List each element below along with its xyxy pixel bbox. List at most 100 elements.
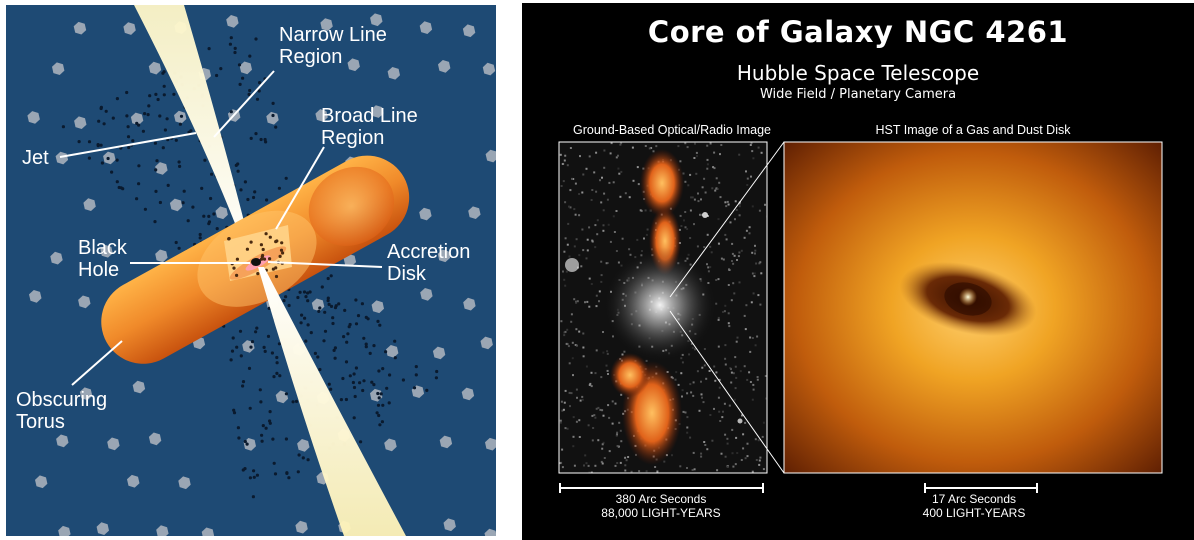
cloud-particle xyxy=(296,295,300,300)
noise-speck xyxy=(758,262,761,265)
noise-speck xyxy=(601,443,604,446)
noise-speck xyxy=(559,421,562,424)
cloud-particle xyxy=(237,436,241,440)
noise-speck xyxy=(724,233,727,236)
noise-speck xyxy=(596,219,599,222)
cloud-particle xyxy=(291,400,295,404)
noise-speck xyxy=(576,300,579,303)
cloud-particle xyxy=(231,336,235,340)
noise-speck xyxy=(699,213,702,216)
noise-speck xyxy=(586,249,589,252)
cloud-particle xyxy=(414,373,418,377)
noise-speck xyxy=(598,300,600,303)
noise-speck xyxy=(717,345,720,348)
cloud-particle xyxy=(250,340,255,344)
cloud-particle xyxy=(273,472,278,476)
noise-speck xyxy=(606,350,609,353)
noise-speck xyxy=(582,346,585,349)
cloud-particle xyxy=(376,319,380,323)
noise-speck xyxy=(721,416,724,419)
noise-speck xyxy=(591,240,594,243)
noise-speck xyxy=(652,150,655,153)
noise-speck xyxy=(679,160,682,163)
noise-speck xyxy=(563,278,566,281)
noise-speck xyxy=(726,442,729,445)
cloud-particle xyxy=(177,246,181,250)
noise-speck xyxy=(570,313,573,316)
cloud-particle xyxy=(320,285,324,289)
noise-speck xyxy=(715,371,718,374)
noise-speck xyxy=(691,469,694,471)
noise-speck xyxy=(571,177,573,180)
cloud-particle xyxy=(178,164,182,168)
cloud-particle xyxy=(243,467,247,471)
noise-speck xyxy=(746,442,749,445)
noise-speck xyxy=(758,209,761,212)
noise-speck xyxy=(562,408,565,411)
cloud-particle xyxy=(162,84,166,88)
ngc4261-images xyxy=(558,141,1163,493)
noise-speck xyxy=(600,274,603,277)
noise-speck xyxy=(718,386,721,389)
cloud-particle xyxy=(298,290,302,294)
cloud-particle xyxy=(161,146,165,150)
noise-speck xyxy=(602,351,605,354)
noise-speck xyxy=(578,214,581,217)
label-jet: Jet xyxy=(22,147,49,169)
noise-speck xyxy=(568,391,571,394)
noise-speck xyxy=(575,238,578,241)
noise-speck xyxy=(700,213,703,216)
cloud-particle xyxy=(115,158,119,162)
noise-speck xyxy=(576,396,578,399)
noise-speck xyxy=(754,438,757,441)
noise-speck xyxy=(563,250,566,253)
cloud-particle xyxy=(135,197,139,201)
cloud-particle xyxy=(147,104,151,108)
noise-speck xyxy=(734,200,737,203)
cloud-particle xyxy=(329,304,334,308)
noise-speck xyxy=(628,196,631,199)
cloud-particle xyxy=(333,306,338,310)
noise-speck xyxy=(620,170,623,173)
gas-cloud xyxy=(27,111,40,124)
gas-cloud xyxy=(432,346,446,360)
noise-speck xyxy=(564,154,567,157)
noise-speck xyxy=(603,149,606,152)
noise-speck xyxy=(689,237,692,239)
broad-line-cloud xyxy=(261,247,265,252)
noise-speck xyxy=(590,283,593,285)
broad-line-cloud xyxy=(274,266,278,270)
gas-cloud xyxy=(320,18,333,31)
cloud-particle xyxy=(215,227,219,231)
cloud-particle xyxy=(233,46,237,51)
noise-speck xyxy=(719,153,721,156)
ground-image-frame xyxy=(558,141,768,474)
noise-speck xyxy=(752,383,755,386)
gas-cloud xyxy=(130,112,144,126)
cloud-particle xyxy=(179,114,184,118)
gas-cloud xyxy=(132,380,146,394)
ground-scale-bar xyxy=(559,483,764,493)
cloud-particle xyxy=(377,396,381,400)
noise-speck xyxy=(720,452,723,455)
cloud-particle xyxy=(106,156,110,161)
noise-speck xyxy=(601,462,604,465)
cloud-particle xyxy=(239,188,243,192)
cloud-particle xyxy=(261,424,265,428)
gas-cloud xyxy=(482,62,496,76)
noise-speck xyxy=(760,151,763,154)
cloud-particle xyxy=(126,125,130,129)
noise-speck xyxy=(736,259,738,261)
noise-speck xyxy=(707,215,709,217)
gas-cloud xyxy=(437,249,451,263)
cloud-particle xyxy=(376,403,381,407)
cloud-particle xyxy=(258,81,262,85)
noise-speck xyxy=(617,261,620,264)
noise-speck xyxy=(614,402,617,405)
cloud-particle xyxy=(318,306,322,310)
noise-speck xyxy=(612,215,615,218)
cloud-particle xyxy=(327,302,331,306)
noise-speck xyxy=(689,436,692,439)
noise-speck xyxy=(706,263,708,266)
noise-speck xyxy=(689,383,692,386)
